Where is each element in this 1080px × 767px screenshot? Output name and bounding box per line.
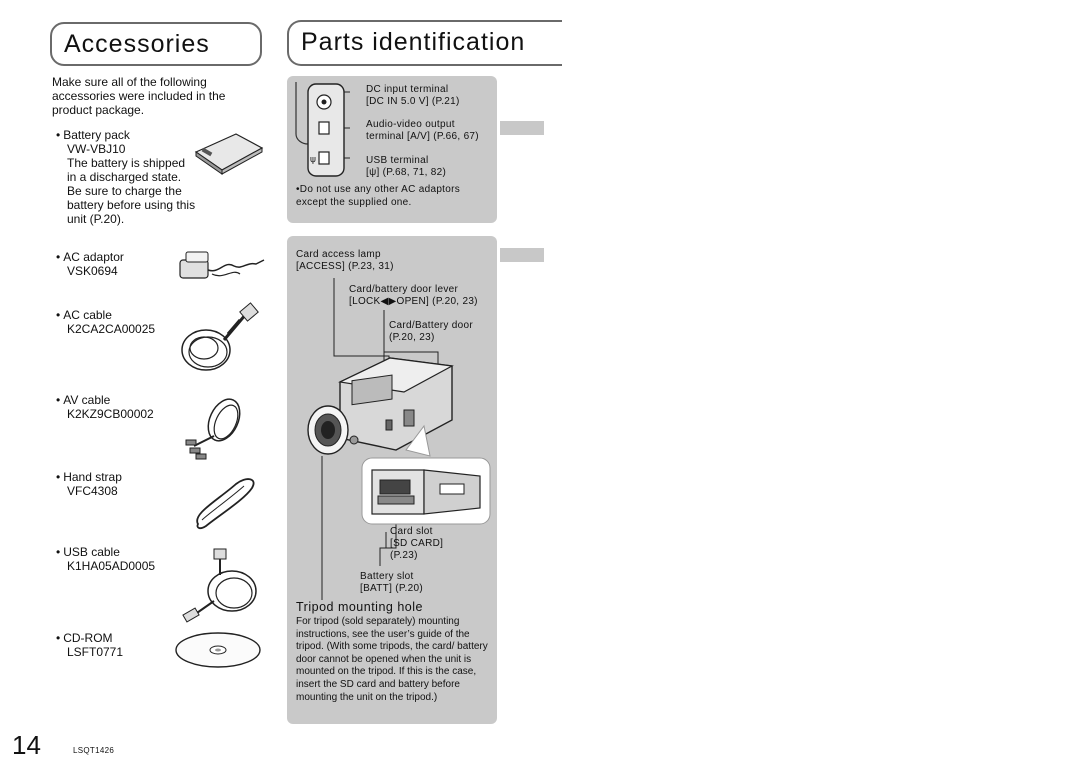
door-label: Card/Battery door — [389, 320, 474, 331]
accessory-item-usb-cable: USB cable K1HA05AD0005 — [56, 545, 196, 573]
battery-slot-label: Battery slot — [360, 571, 414, 582]
accessory-code: K2KZ9CB00002 — [67, 407, 154, 421]
accessory-name: AV cable — [56, 393, 110, 407]
accessory-item-av-cable: AV cable K2KZ9CB00002 — [56, 393, 196, 421]
accessory-item-ac-adaptor: AC adaptor VSK0694 — [56, 250, 196, 278]
card-slot-label: Card slot — [390, 526, 433, 537]
dc-input-label: DC input terminal — [366, 84, 449, 95]
accessory-note: The battery is shipped in a discharged s… — [67, 156, 196, 226]
accessory-code: VFC4308 — [67, 484, 118, 498]
svg-text:ψ: ψ — [310, 155, 316, 165]
card-slot-page: (P.23) — [390, 550, 418, 561]
section-tab — [500, 121, 544, 135]
accessory-name: USB cable — [56, 545, 120, 559]
usb-terminal-ref: [ψ] (P.68, 71, 82) — [366, 167, 447, 178]
ac-cable-icon — [181, 302, 259, 371]
av-output-label: Audio-video output — [366, 119, 455, 130]
section-tab — [500, 248, 544, 262]
accessories-title-box: Accessories — [50, 22, 262, 66]
ac-adaptor-note-line2: except the supplied one. — [296, 197, 412, 208]
usb-cable-icon — [182, 548, 257, 623]
av-cable-icon — [185, 398, 241, 460]
camera-side-terminals-icon: ψ — [295, 82, 350, 177]
card-slot-ref: [SD CARD] — [390, 538, 444, 549]
dc-input-ref: [DC IN 5.0 V] (P.21) — [366, 96, 460, 107]
accessory-name: AC cable — [56, 308, 112, 322]
ac-adaptor-note-line1: •Do not use any other AC adaptors — [296, 184, 461, 195]
accessory-item-hand-strap: Hand strap VFC4308 — [56, 470, 196, 498]
parts-title-box: Parts identification — [287, 20, 562, 66]
battery-slot-ref: [BATT] (P.20) — [360, 583, 423, 594]
accessory-name: AC adaptor — [56, 250, 124, 264]
tripod-hole-title: Tripod mounting hole — [296, 600, 423, 614]
accessory-code: VSK0694 — [67, 264, 118, 278]
page-number: 14 — [12, 730, 41, 760]
document-code: LSQT1426 — [73, 746, 115, 755]
accessories-title: Accessories — [64, 30, 210, 58]
av-output-ref: terminal [A/V] (P.66, 67) — [366, 131, 479, 142]
accessory-code: K2CA2CA00025 — [67, 322, 156, 336]
card-access-ref: [ACCESS] (P.23, 31) — [296, 261, 394, 272]
accessories-intro: Make sure all of the following accessori… — [52, 75, 226, 117]
accessory-item-cd-rom: CD-ROM LSFT0771 — [56, 631, 196, 659]
cd-rom-icon — [175, 632, 261, 668]
door-lever-ref: [LOCK◀▶OPEN] (P.20, 23) — [349, 296, 478, 307]
accessory-name: CD-ROM — [56, 631, 113, 645]
parts-title: Parts identification — [301, 28, 526, 56]
accessory-code: LSFT0771 — [67, 645, 124, 659]
card-access-label: Card access lamp — [296, 249, 381, 260]
battery-pack-icon — [194, 133, 264, 175]
accessory-name: Hand strap — [56, 470, 122, 484]
accessory-code: K1HA05AD0005 — [67, 559, 156, 573]
accessory-item-ac-cable: AC cable K2CA2CA00025 — [56, 308, 196, 336]
accessory-item-battery: Battery pack VW-VBJ10 The battery is shi… — [56, 128, 196, 226]
usb-terminal-label: USB terminal — [366, 155, 429, 166]
accessory-code: VW-VBJ10 — [67, 142, 126, 156]
door-lever-label: Card/battery door lever — [349, 284, 459, 295]
tripod-hole-text: For tripod (sold separately) mounting in… — [296, 616, 488, 703]
door-ref: (P.20, 23) — [389, 332, 435, 343]
camera-illustration — [307, 278, 491, 600]
accessory-name: Battery pack — [56, 128, 130, 142]
hand-strap-icon — [196, 478, 255, 530]
ac-adaptor-icon — [179, 251, 265, 279]
